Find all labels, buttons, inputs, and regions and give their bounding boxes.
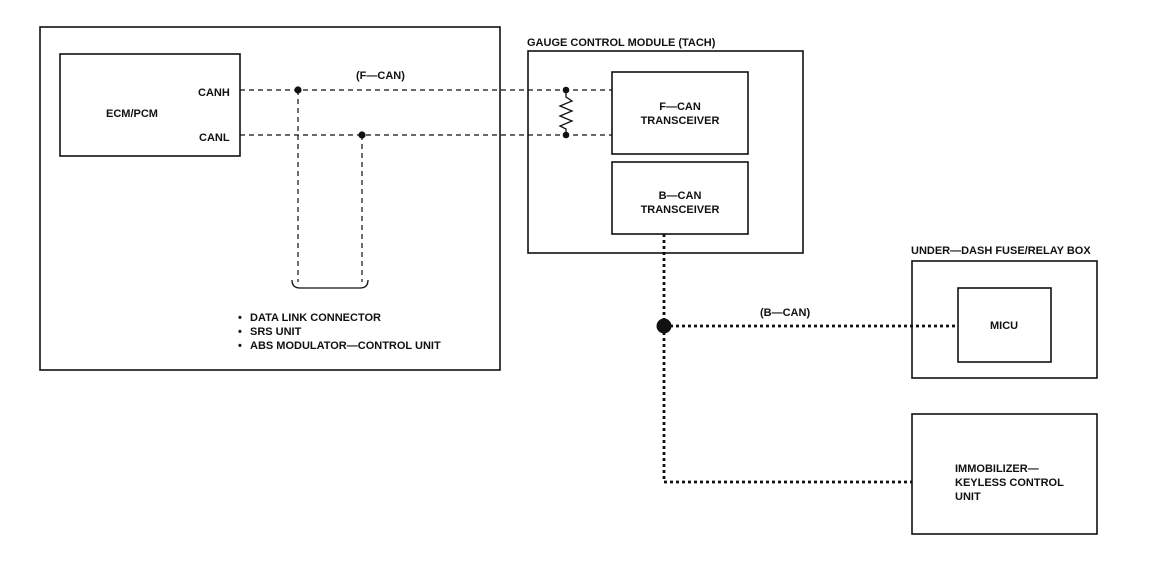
connected-unit-item: •SRS UNIT: [238, 326, 302, 338]
b-can-bus-label: (B—CAN): [760, 307, 811, 319]
ecm-pcm-box: [59, 53, 241, 157]
immobilizer-label: IMMOBILIZER— KEYLESS CONTROL UNIT: [955, 463, 1064, 503]
connector-bracket: [291, 279, 369, 289]
f-can-transceiver-label: F—CAN TRANSCEIVER: [640, 101, 720, 127]
connected-unit-item: •DATA LINK CONNECTOR: [238, 312, 381, 324]
micu-box: [957, 287, 1052, 363]
canl-label: CANL: [199, 132, 230, 144]
fuse-relay-box: [911, 260, 1098, 379]
gauge-module-box: [527, 50, 804, 254]
f-can-transceiver-box: [611, 71, 749, 155]
left-enclosure-box: [39, 26, 501, 371]
gauge-module-title: GAUGE CONTROL MODULE (TACH): [527, 37, 716, 49]
connected-unit-item: •ABS MODULATOR—CONTROL UNIT: [238, 340, 441, 352]
bullet-icon: •: [238, 312, 242, 324]
micu-label: MICU: [990, 320, 1019, 332]
b-can-junction-dot: [656, 318, 672, 334]
bullet-icon: •: [238, 340, 242, 352]
fuse-relay-box-title: UNDER—DASH FUSE/RELAY BOX: [911, 245, 1091, 257]
bullet-icon: •: [238, 326, 242, 338]
ecm-pcm-label: ECM/PCM: [106, 108, 158, 120]
f-can-bus-label: (F—CAN): [356, 70, 405, 82]
b-can-transceiver-label: B—CAN TRANSCEIVER: [640, 190, 720, 216]
immobilizer-box: [911, 413, 1098, 535]
canh-label: CANH: [198, 87, 230, 99]
b-can-transceiver-box: [611, 161, 749, 235]
terminating-resistor: [558, 90, 574, 135]
connected-units-list: •DATA LINK CONNECTOR •SRS UNIT •ABS MODU…: [238, 311, 441, 353]
